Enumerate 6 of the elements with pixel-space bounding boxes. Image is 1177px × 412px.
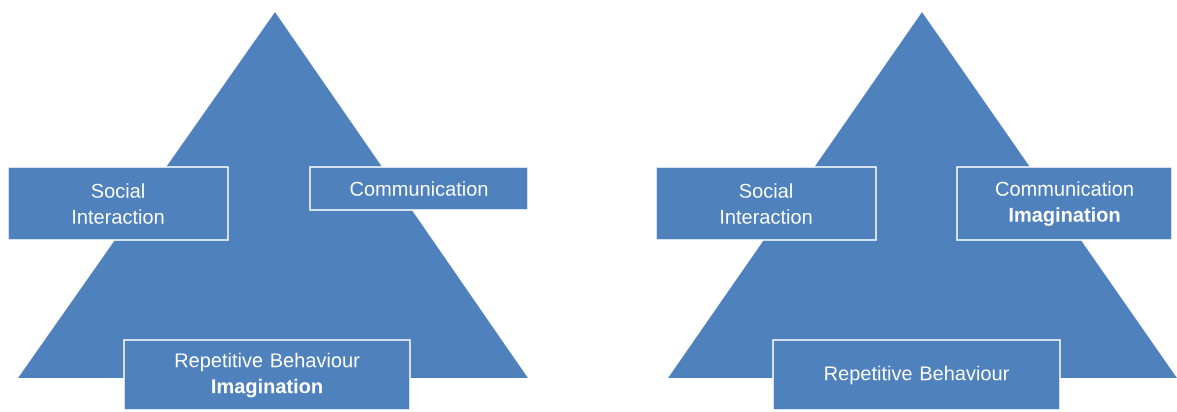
text-box: Communication bbox=[309, 166, 529, 211]
text-box: Repetitive Behaviour bbox=[772, 339, 1061, 411]
text-box: Social Interaction bbox=[655, 166, 877, 241]
text-box: Repetitive Behaviour Imagination bbox=[123, 339, 411, 411]
text-box: Social Interaction bbox=[7, 166, 229, 241]
text-box: Communication Imagination bbox=[956, 166, 1173, 241]
